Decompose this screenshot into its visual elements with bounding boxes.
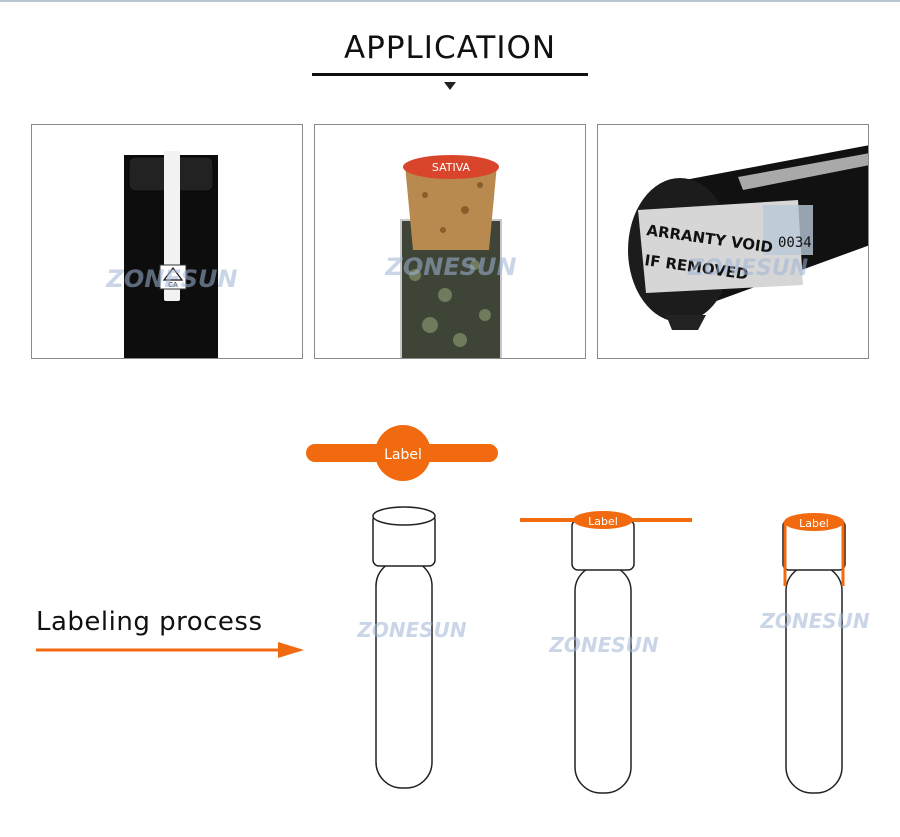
label-circle (784, 513, 844, 531)
tube-step-1: ZONESUN (356, 506, 467, 789)
heading-underline (312, 73, 588, 76)
label-text: Label (588, 515, 618, 528)
top-border-line (0, 0, 900, 2)
warning-triangle-icon (162, 267, 184, 281)
process-title: Labeling process (36, 607, 263, 637)
photo-warranty-seal: ARRANTY VOID IF REMOVED 0034 ZONESUN (597, 124, 869, 359)
tube-step-2: Label ZONESUN (520, 511, 692, 794)
cap-label (403, 155, 499, 179)
badge-text: CA (168, 281, 178, 289)
watermark: ZONESUN (105, 265, 237, 293)
seal-label (638, 200, 803, 293)
watermark: ZONESUN (548, 633, 659, 657)
seal-serial: 0034 (778, 235, 812, 251)
label-circle (375, 425, 431, 481)
tube-step-3: Label ZONESUN (759, 513, 870, 794)
label-text: Label (384, 447, 422, 463)
badge (159, 264, 187, 290)
watermark: ZONESUN (759, 609, 870, 633)
down-caret-icon (444, 82, 456, 90)
cap-label-text: SATIVA (432, 161, 471, 174)
arrow-right-icon (278, 642, 304, 658)
label-circle (573, 511, 633, 529)
strip-label (164, 151, 180, 301)
watermark: ZONESUN (687, 256, 808, 281)
photo-black-tube: CA ZONESUN (31, 124, 303, 359)
watermark: ZONESUN (384, 253, 516, 281)
photo-cork-vial: SATIVA ZONESUN (314, 124, 586, 359)
watermark: ZONESUN (356, 618, 467, 642)
section-heading: APPLICATION (343, 30, 557, 66)
cork (405, 165, 497, 250)
label-text: Label (799, 517, 829, 530)
hologram (763, 205, 813, 255)
